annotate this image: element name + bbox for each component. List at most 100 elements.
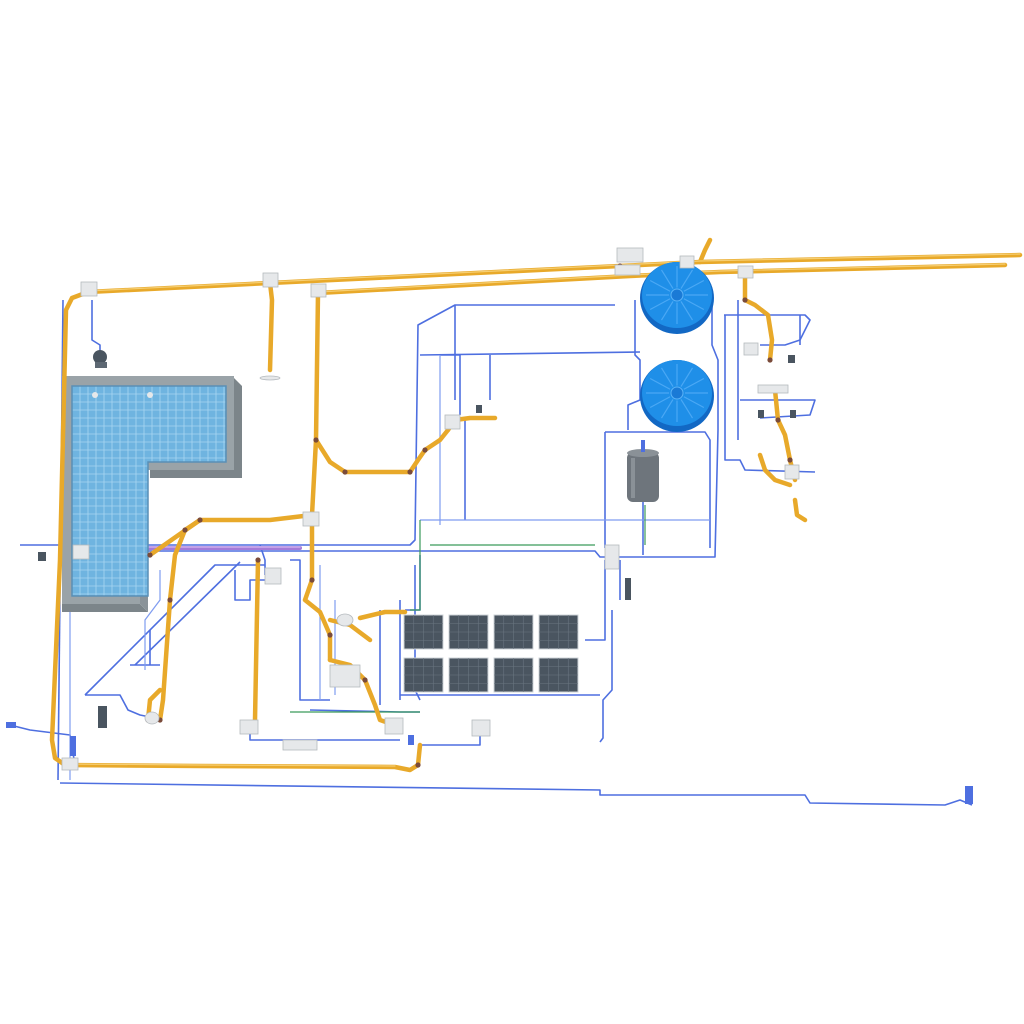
meter-icon bbox=[625, 578, 631, 600]
junction-box-icon bbox=[679, 255, 695, 269]
vessel-stem bbox=[641, 440, 645, 452]
solar-panel-icon bbox=[403, 614, 444, 650]
tank-rib bbox=[660, 269, 674, 289]
tank-rib bbox=[680, 399, 694, 419]
junction-box-icon bbox=[616, 247, 644, 263]
supply-highlight-bottom bbox=[64, 763, 396, 767]
supply-pipe-top-long bbox=[85, 252, 1023, 295]
pipe-joint bbox=[742, 297, 748, 303]
pipe-joint bbox=[422, 447, 428, 453]
supply-pipe-solar-link bbox=[357, 609, 408, 621]
cold-pipe-diagonal-a bbox=[84, 564, 265, 696]
cold-pipe-tank-link bbox=[627, 300, 641, 430]
pool-skimmer bbox=[147, 392, 153, 398]
supply-pipe-mid-continue bbox=[309, 437, 319, 518]
meter-icon bbox=[790, 410, 796, 418]
pipe-joint bbox=[775, 417, 781, 423]
tank-rib bbox=[683, 396, 705, 409]
solar-panel-array bbox=[403, 614, 579, 693]
solar-panel-icon bbox=[493, 614, 534, 650]
cold-pipe-vessel-link bbox=[605, 431, 711, 548]
supply-pipe-right-a bbox=[742, 272, 775, 363]
meter-icon bbox=[788, 355, 795, 363]
supply-pipe-drop-a bbox=[267, 280, 275, 373]
solar-panel-icon bbox=[448, 614, 489, 650]
green-pipe-a bbox=[410, 520, 421, 611]
tank-ribs bbox=[646, 364, 708, 422]
fixture-icon bbox=[259, 375, 281, 381]
pipe-joint bbox=[182, 527, 188, 533]
tank-rib bbox=[649, 396, 671, 409]
meter-icon bbox=[476, 405, 482, 413]
pipe-joint bbox=[167, 597, 173, 603]
tank-rib bbox=[660, 301, 674, 321]
tank-rib bbox=[660, 367, 674, 387]
pool-tile-grid bbox=[72, 386, 226, 596]
tank-rib bbox=[649, 298, 671, 311]
fixture-icon bbox=[604, 544, 620, 570]
pipe-joint bbox=[342, 469, 348, 475]
cold-pipe-diagonal-c bbox=[134, 561, 241, 666]
meter-icon bbox=[758, 410, 764, 418]
pressure-vessel bbox=[627, 440, 659, 502]
cold-pipe-right-drop bbox=[599, 610, 613, 743]
supply-pipe-left-perimeter bbox=[49, 289, 91, 768]
cold-pipe-right-cluster-a bbox=[724, 314, 811, 346]
chamber-icon bbox=[6, 722, 16, 728]
pipe-joint bbox=[313, 437, 319, 443]
pipe-joint bbox=[309, 577, 315, 583]
cold-pipe-loop-d bbox=[419, 351, 641, 356]
cold-pipe-loop-a bbox=[440, 354, 461, 415]
fixture-icon bbox=[282, 739, 318, 751]
cold-pipe-tank-right bbox=[711, 305, 719, 430]
fixture-icon bbox=[72, 544, 90, 560]
chamber-icon bbox=[70, 736, 76, 756]
cold-pipe-bottom-run bbox=[59, 782, 973, 806]
tank-ribs bbox=[646, 266, 708, 324]
cold-pipe-solar-right bbox=[585, 560, 606, 641]
fixture-icon bbox=[471, 719, 491, 737]
meter-icon bbox=[98, 706, 107, 728]
outlet-ends bbox=[6, 722, 973, 804]
main-supply-network bbox=[49, 237, 1023, 773]
fixture-icon bbox=[384, 717, 404, 735]
supply-pipe-right-c bbox=[757, 452, 793, 488]
tank-rib bbox=[683, 298, 705, 311]
fixture-icon bbox=[614, 264, 641, 276]
tank-rib bbox=[649, 377, 671, 390]
fixture-icon bbox=[444, 414, 461, 430]
fixtures bbox=[72, 264, 800, 751]
pool-skimmer bbox=[92, 392, 98, 398]
tank-rib bbox=[680, 301, 694, 321]
supply-pipe-center-drop bbox=[302, 522, 333, 663]
supply-pipe-center-loop bbox=[327, 657, 398, 728]
junction-box-icon bbox=[80, 281, 98, 297]
storage-tank-upper bbox=[640, 262, 714, 334]
fixture-icon bbox=[336, 613, 354, 627]
tank-rib bbox=[683, 377, 705, 390]
supply-pipe-pool-loop bbox=[157, 512, 315, 723]
supply-pipe-center-vertical bbox=[252, 557, 261, 723]
junction-box-icon bbox=[310, 283, 327, 298]
pump-icon bbox=[93, 350, 107, 364]
pipe-joint bbox=[767, 357, 773, 363]
cold-pipe-main-header bbox=[20, 304, 615, 546]
fixture-icon bbox=[264, 567, 282, 585]
solar-panel-icon bbox=[493, 657, 534, 693]
tank-lid bbox=[670, 386, 684, 400]
swimming-pool bbox=[62, 376, 242, 612]
dark-components bbox=[38, 350, 796, 728]
chamber-icon bbox=[408, 735, 414, 745]
fixture-icon bbox=[743, 342, 759, 356]
light-pipe-d bbox=[144, 570, 161, 670]
pipe-joint bbox=[197, 517, 203, 523]
pipe-joint bbox=[255, 557, 261, 563]
solar-panel-icon bbox=[538, 657, 579, 693]
junction-box-icon bbox=[757, 384, 789, 394]
cold-pipe-header-lower bbox=[100, 429, 719, 558]
solar-panel-icon bbox=[538, 614, 579, 650]
cold-pipe-solar-feed bbox=[405, 555, 421, 611]
pipe-joint bbox=[787, 457, 793, 463]
